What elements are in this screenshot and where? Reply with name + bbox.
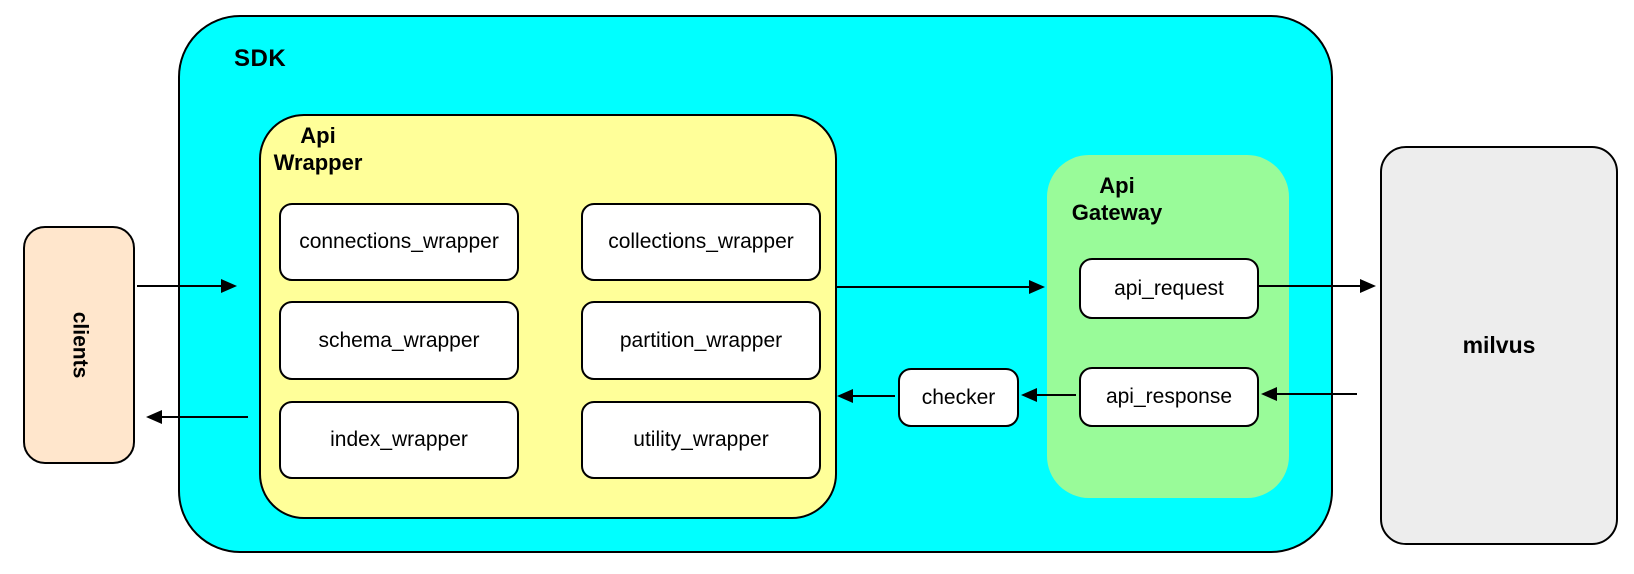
- api-gateway-container: Api Gateway api_request api_response: [1047, 155, 1289, 498]
- wrapper-box-connections: connections_wrapper: [279, 203, 519, 281]
- api-gateway-label-line1: Api: [1099, 173, 1135, 198]
- milvus-label: milvus: [1462, 332, 1536, 358]
- checker-box: checker: [898, 368, 1019, 427]
- api-gateway-label: Api Gateway: [1047, 172, 1187, 226]
- milvus-box: milvus: [1380, 146, 1618, 545]
- api-wrapper-label: Api Wrapper: [261, 122, 375, 176]
- api-wrapper-label-line2: Wrapper: [273, 150, 363, 175]
- wrapper-box-schema: schema_wrapper: [279, 301, 519, 380]
- sdk-label: SDK: [234, 45, 287, 72]
- api-wrapper-label-line1: Api: [300, 123, 336, 148]
- wrapper-box-partition: partition_wrapper: [581, 301, 821, 380]
- wrapper-box-utility: utility_wrapper: [581, 401, 821, 479]
- clients-box: clients: [23, 226, 135, 464]
- wrapper-box-collections: collections_wrapper: [581, 203, 821, 281]
- api-gateway-label-line2: Gateway: [1071, 200, 1163, 225]
- clients-label: clients: [68, 311, 91, 379]
- api-wrapper-container: Api Wrapper connections_wrapper collecti…: [259, 114, 837, 519]
- sdk-container: SDK Api Wrapper connections_wrapper coll…: [178, 15, 1333, 553]
- api-response-box: api_response: [1079, 367, 1259, 427]
- api-request-box: api_request: [1079, 258, 1259, 319]
- wrapper-box-index: index_wrapper: [279, 401, 519, 479]
